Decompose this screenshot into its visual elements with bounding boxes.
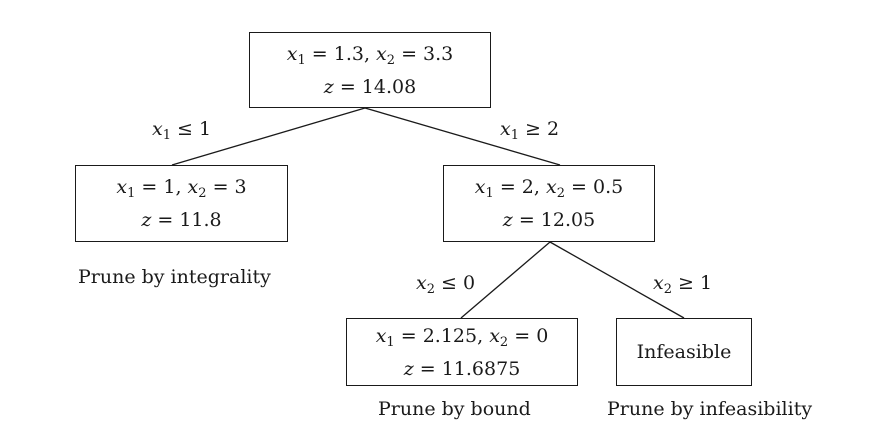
edge-label-right-left: x2 ≤ 0: [416, 272, 475, 297]
edge-label-root-left: x1 ≤ 1: [152, 118, 211, 143]
edge-right-right-op: ≥: [678, 272, 694, 294]
edge-label-root-right: x1 ≥ 2: [500, 118, 559, 143]
node-right-left-z: 11.6875: [441, 357, 521, 380]
node-right-left: x1 = 2.125, x2 = 0 z = 11.6875: [346, 318, 578, 386]
node-root-x2: 3.3: [423, 42, 454, 65]
node-root: x1 = 1.3, x2 = 3.3 z = 14.08: [249, 32, 491, 108]
note-prune-integrality: Prune by integrality: [78, 266, 271, 288]
edge-right-left-sub: 2: [426, 282, 435, 297]
edge-right-right-sub: 2: [663, 282, 672, 297]
edge-right-left-op: ≤: [441, 272, 457, 294]
node-right: x1 = 2, x2 = 0.5 z = 12.05: [443, 165, 655, 242]
node-root-vars: x1 = 1.3, x2 = 3.3: [286, 42, 454, 68]
node-root-z: 14.08: [361, 75, 417, 98]
node-right-x2: 0.5: [592, 176, 624, 198]
node-right-vars: x1 = 2, x2 = 0.5: [474, 176, 624, 201]
node-left-x2: 3: [234, 176, 247, 198]
edge-right-left-var: x: [416, 272, 427, 294]
edge-right-right-val: 1: [700, 272, 713, 294]
edge-root-right-val: 2: [547, 118, 560, 140]
edge-right-right-var: x: [653, 272, 664, 294]
edge-root-left-var: x: [152, 118, 163, 140]
node-left: x1 = 1, x2 = 3 z = 11.8: [75, 165, 288, 242]
node-right-right: Infeasible: [616, 318, 752, 386]
edge-root-left-sub: 1: [162, 128, 171, 143]
note-prune-bound: Prune by bound: [378, 398, 531, 420]
node-right-right-label: Infeasible: [636, 341, 732, 363]
node-root-x1: 1.3: [333, 42, 364, 65]
node-right-x1: 2: [521, 176, 534, 198]
edge-root-right-sub: 1: [510, 128, 519, 143]
node-left-x1: 1: [163, 176, 176, 198]
node-right-objective: z = 12.05: [502, 209, 596, 231]
edge-line-root-left: [171, 107, 366, 166]
node-right-left-vars: x1 = 2.125, x2 = 0: [375, 324, 549, 350]
edge-root-right-op: ≥: [525, 118, 541, 140]
edge-root-right-var: x: [500, 118, 511, 140]
node-right-left-x2: 0: [536, 324, 549, 347]
node-right-left-objective: z = 11.6875: [403, 357, 521, 380]
edge-right-left-val: 0: [463, 272, 476, 294]
edge-root-left-op: ≤: [177, 118, 193, 140]
node-root-objective: z = 14.08: [323, 75, 417, 98]
note-prune-infeasibility: Prune by infeasibility: [607, 398, 813, 420]
edge-label-right-right: x2 ≥ 1: [653, 272, 712, 297]
edge-line-root-right: [364, 107, 561, 166]
edge-line-right-right: [549, 241, 685, 319]
edge-line-right-left: [460, 241, 551, 319]
edge-root-left-val: 1: [199, 118, 212, 140]
node-left-z: 11.8: [179, 209, 222, 231]
node-right-z: 12.05: [540, 209, 596, 231]
node-left-objective: z = 11.8: [141, 209, 222, 231]
node-left-vars: x1 = 1, x2 = 3: [116, 176, 247, 201]
node-right-left-x1: 2.125: [422, 324, 478, 347]
